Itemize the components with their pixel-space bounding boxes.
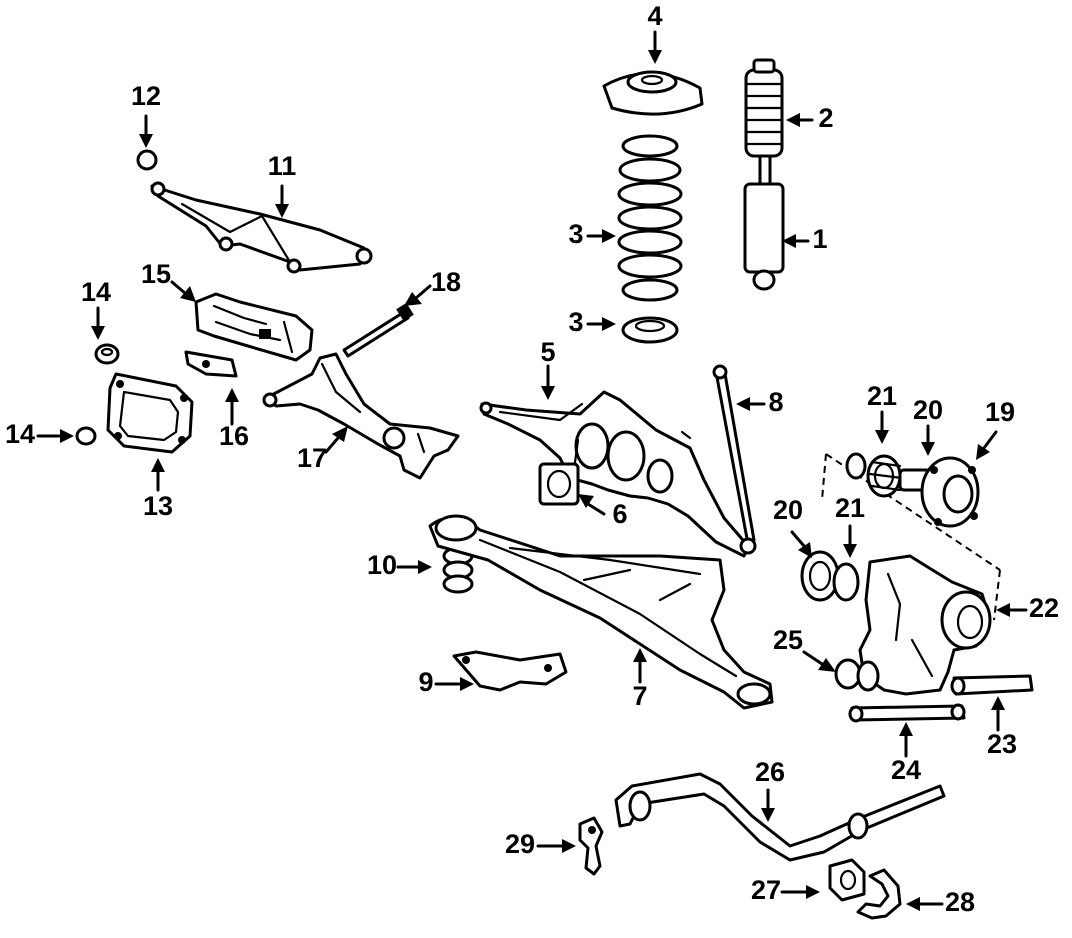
callout-20-upper: 20 [913, 395, 943, 425]
callout-22: 22 [1029, 593, 1059, 623]
callout-7: 7 [632, 681, 647, 711]
part-crossmember-17 [262, 352, 460, 480]
callout-17: 17 [297, 443, 327, 473]
callout-13: 13 [143, 491, 173, 521]
callout-14-upper: 14 [81, 277, 111, 307]
part-bearing-20-lower [800, 550, 840, 602]
part-end-link-29 [578, 816, 604, 876]
callout-10: 10 [367, 550, 397, 580]
callout-6: 6 [612, 499, 627, 529]
callout-23: 23 [987, 729, 1017, 759]
part-bracket-9 [452, 650, 568, 692]
part-bushing-25 [834, 658, 880, 692]
part-seal-21-lower [832, 562, 860, 602]
part-bushing-12 [136, 149, 158, 171]
callout-25: 25 [773, 625, 803, 655]
callout-1: 1 [812, 224, 827, 254]
callout-26: 26 [755, 757, 785, 787]
callout-1-2: 2 [818, 103, 833, 133]
callout-15: 15 [141, 259, 171, 289]
callout-8: 8 [768, 387, 783, 417]
callout-21-lower: 21 [835, 493, 865, 523]
part-bushing-10 [442, 546, 474, 594]
part-shock-boot [744, 58, 784, 158]
callout-9: 9 [418, 667, 433, 697]
part-mount-15 [194, 292, 314, 362]
callout-28: 28 [945, 887, 975, 917]
part-lower-spring-seat [621, 316, 679, 344]
callout-16: 16 [219, 421, 249, 451]
part-gasket-6 [538, 462, 580, 506]
part-bushing-14-upper [94, 343, 120, 365]
part-stabilizer-bar-26 [614, 772, 946, 862]
callout-12: 12 [131, 81, 161, 111]
callout-labels: 4 2 1 3 3 5 8 6 10 7 9 12 11 15 18 14 14… [5, 1, 1059, 917]
part-wheel-hub-19 [898, 456, 980, 528]
part-knuckle-22 [858, 554, 992, 696]
part-lower-link-24 [848, 703, 966, 723]
callout-3-spring: 3 [568, 219, 583, 249]
part-link-rod-8 [712, 364, 757, 555]
callout-19: 19 [985, 397, 1015, 427]
callout-18: 18 [431, 267, 461, 297]
part-bearing-20-upper [866, 454, 904, 498]
callout-21-upper: 21 [867, 381, 897, 411]
part-seal-21-upper [845, 452, 867, 480]
assembly-outline [821, 453, 1001, 621]
callout-leaders [36, 30, 1028, 911]
part-bolt-18 [342, 302, 414, 358]
part-bushing-clamp-28 [856, 868, 902, 920]
part-bushing-14-lower [75, 426, 97, 446]
callout-29: 29 [505, 829, 535, 859]
callout-24: 24 [891, 755, 921, 785]
callout-1-4: 4 [647, 1, 662, 31]
callout-27: 27 [751, 875, 781, 905]
callout-5: 5 [540, 337, 555, 367]
part-tie-rod-23 [950, 674, 1034, 696]
callout-11: 11 [268, 151, 297, 181]
part-bracket-11 [150, 181, 373, 274]
part-differential-carrier [479, 390, 750, 558]
part-upper-spring-mount [602, 70, 704, 116]
part-bracket-16 [184, 350, 238, 378]
part-lower-control-arm [428, 514, 774, 710]
callout-20-lower: 20 [773, 495, 803, 525]
part-coil-spring [617, 134, 683, 302]
part-cover-plate-13 [106, 372, 194, 454]
callout-14-lower: 14 [5, 419, 35, 449]
part-shock-absorber [743, 154, 785, 291]
part-stabilizer-bushing-27 [828, 858, 866, 902]
callout-3-seat: 3 [568, 307, 583, 337]
